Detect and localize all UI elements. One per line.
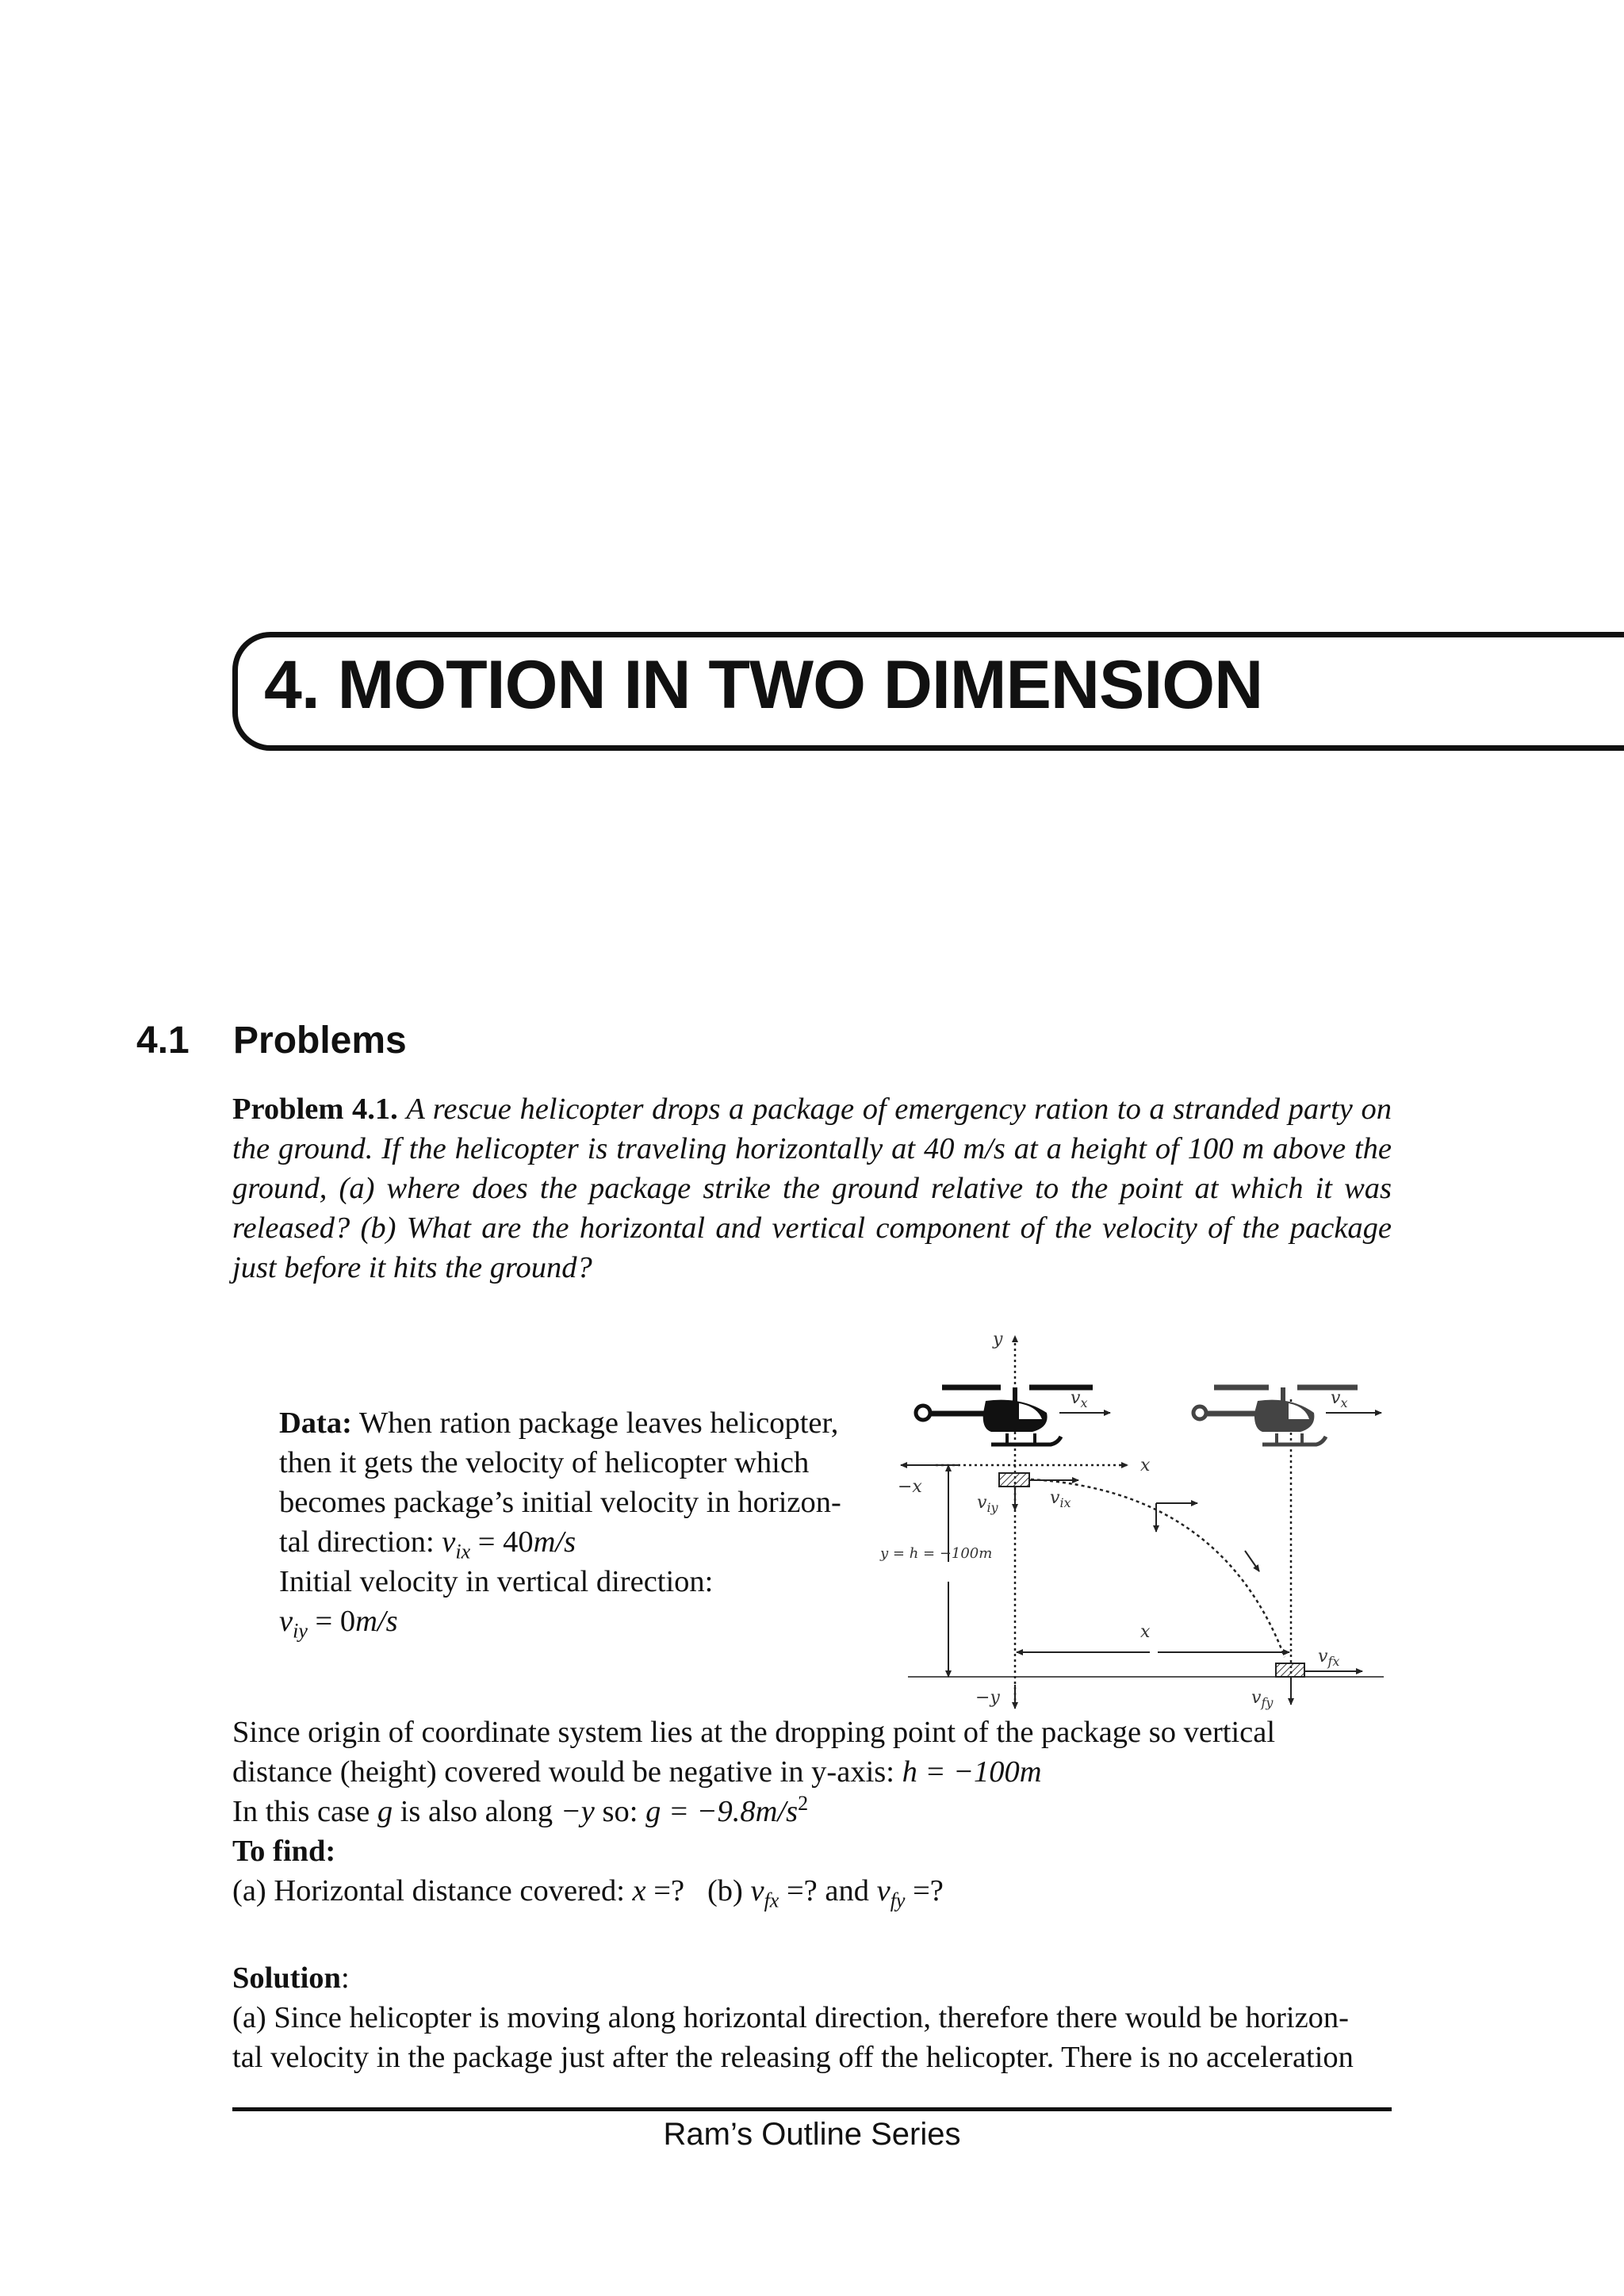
label-vfx: vfx bbox=[1318, 1647, 1339, 1669]
data-line-2: then it gets the velocity of helicopter … bbox=[279, 1446, 810, 1479]
problem-label: Problem 4.1. bbox=[232, 1093, 398, 1126]
label-x-axis: x bbox=[1140, 1456, 1151, 1475]
data-line-5: Initial velocity in vertical direction: bbox=[279, 1565, 714, 1598]
mid-tangent-arrow bbox=[1244, 1550, 1260, 1572]
explanation-line-1: Since origin of coordinate system lies a… bbox=[232, 1716, 1276, 1749]
section-number: 4.1 bbox=[136, 1020, 190, 1062]
label-vx-left: vx bbox=[1071, 1388, 1087, 1410]
data-block: Data: When ration package leaves helicop… bbox=[279, 1403, 882, 1641]
label-height: y = h = −100m bbox=[879, 1545, 992, 1562]
explanation-block: Since origin of coordinate system lies a… bbox=[232, 1712, 1392, 1911]
data-line-4: tal direction: vix = 40m/s bbox=[279, 1525, 576, 1563]
package-landing bbox=[1275, 1663, 1305, 1678]
helicopter-right bbox=[1191, 1384, 1358, 1447]
label-vix: vix bbox=[1050, 1488, 1071, 1510]
problem-statement: Problem 4.1. A rescue helicopter drops a… bbox=[232, 1089, 1392, 1288]
label-vfy: vfy bbox=[1251, 1688, 1274, 1710]
section-title: Problems bbox=[233, 1020, 407, 1062]
label-vx-right: vx bbox=[1331, 1388, 1347, 1410]
solution-block: Solution: (a) Since helicopter is moving… bbox=[232, 1958, 1392, 2077]
solution-label: Solution bbox=[232, 1961, 341, 1995]
label-y: y bbox=[992, 1330, 1003, 1349]
helicopter-left bbox=[914, 1384, 1093, 1447]
label-x-distance: x bbox=[1140, 1622, 1151, 1642]
label-viy: viy bbox=[977, 1493, 999, 1515]
data-line-1: When ration package leaves helicopter, bbox=[358, 1406, 839, 1440]
package-release bbox=[998, 1472, 1030, 1487]
solution-line-2: tal velocity in the package just after t… bbox=[232, 2041, 1354, 2074]
label-neg-y: −y bbox=[975, 1688, 1000, 1708]
data-line-6: viy = 0m/s bbox=[279, 1605, 398, 1643]
section-heading: 4.1 Problems bbox=[136, 1019, 407, 1062]
explanation-line-2: distance (height) covered would be negat… bbox=[232, 1755, 1042, 1789]
to-find-items: (a) Horizontal distance covered: x =? (b… bbox=[232, 1874, 944, 1912]
footer-text: Ram’s Outline Series bbox=[663, 2117, 961, 2152]
solution-line-1: (a) Since helicopter is moving along hor… bbox=[232, 2001, 1349, 2034]
data-line-3: becomes package’s initial velocity in ho… bbox=[279, 1486, 841, 1519]
data-label: Data: bbox=[279, 1406, 352, 1440]
chapter-heading-frame bbox=[232, 632, 1624, 751]
explanation-line-3: In this case g is also along −y so: g = … bbox=[232, 1792, 809, 1828]
projectile-diagram: y −y x −x vx vx viy vix y = h = −100m x … bbox=[879, 1330, 1384, 1710]
label-neg-x: −x bbox=[898, 1477, 922, 1497]
to-find-label: To find: bbox=[232, 1835, 336, 1868]
chapter-title: 4. MOTION IN TWO DIMENSION bbox=[264, 647, 1263, 723]
problem-text: A rescue helicopter drops a package of e… bbox=[232, 1093, 1392, 1284]
footer-rule bbox=[232, 2107, 1392, 2111]
